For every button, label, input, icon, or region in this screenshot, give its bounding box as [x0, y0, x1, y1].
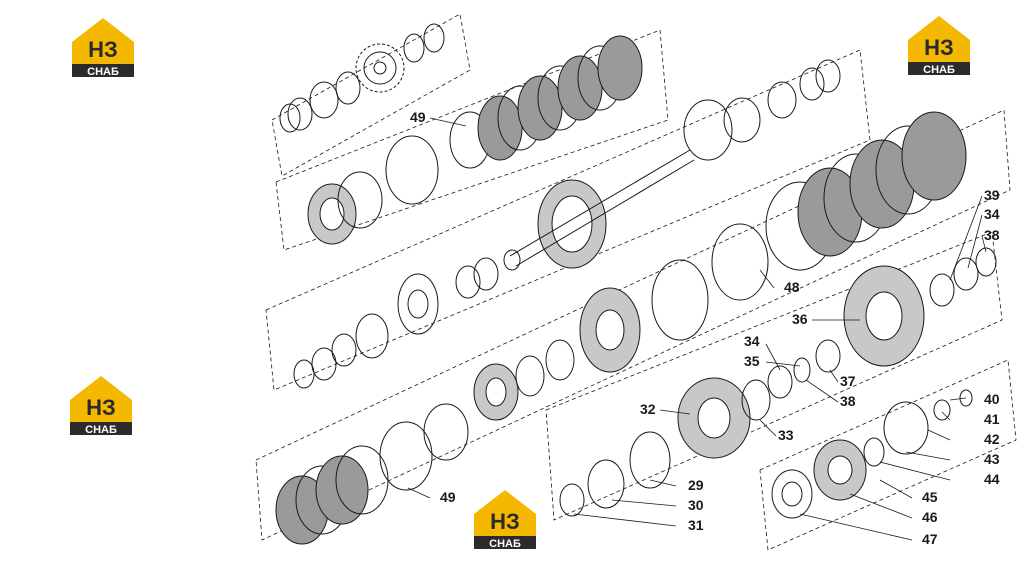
callout-49-top: 49 — [410, 109, 426, 125]
callout-30: 30 — [688, 497, 704, 513]
logo-top-right: НЗ СНАБ — [904, 12, 974, 76]
row4-gears — [275, 339, 575, 545]
logo-mark: НЗ — [86, 395, 116, 420]
callout-47: 47 — [922, 531, 938, 547]
logo-mark: НЗ — [924, 35, 954, 60]
row5-piston — [559, 377, 771, 517]
callout-40: 40 — [984, 391, 1000, 407]
callout-39: 39 — [984, 187, 1000, 203]
logo-caption: СНАБ — [923, 64, 955, 76]
callout-33: 33 — [778, 427, 794, 443]
callout-34-mid: 34 — [744, 333, 760, 349]
logo-bottom-center: НЗ СНАБ — [470, 486, 540, 550]
callout-44: 44 — [984, 471, 1000, 487]
callout-35: 35 — [744, 353, 760, 369]
row3-clutch-pack — [579, 111, 967, 373]
house-logo-icon: НЗ СНАБ — [474, 490, 536, 550]
callout-48: 48 — [784, 279, 800, 295]
callout-29: 29 — [688, 477, 704, 493]
callout-43: 43 — [984, 451, 1000, 467]
callout-36: 36 — [792, 311, 808, 327]
callout-45: 45 — [922, 489, 938, 505]
house-logo-icon: НЗ СНАБ — [908, 16, 970, 76]
logo-mark: НЗ — [490, 509, 520, 534]
callout-42: 42 — [984, 431, 1000, 447]
logo-caption: СНАБ — [85, 424, 117, 436]
house-logo-icon: НЗ СНАБ — [70, 376, 132, 436]
logo-mid-left: НЗ СНАБ — [66, 372, 136, 436]
callout-37: 37 — [840, 373, 856, 389]
leader-lines — [407, 117, 987, 541]
callout-38-mid: 38 — [840, 393, 856, 409]
callout-31: 31 — [688, 517, 704, 533]
row3-piston — [293, 257, 499, 389]
logo-caption: СНАБ — [87, 66, 119, 78]
logo-caption: СНАБ — [489, 538, 521, 550]
logo-mark: НЗ — [88, 37, 118, 62]
house-logo-icon: НЗ СНАБ — [72, 18, 134, 78]
drum-assembly — [767, 247, 997, 399]
callout-32: 32 — [640, 401, 656, 417]
row6-cover — [771, 389, 973, 519]
callout-46: 46 — [922, 509, 938, 525]
callout-41: 41 — [984, 411, 1000, 427]
callout-labels: 49 48 39 34 38 36 34 35 37 38 32 33 40 4… — [410, 109, 1000, 547]
callout-38-right: 38 — [984, 227, 1000, 243]
logo-top-left: НЗ СНАБ — [68, 14, 138, 78]
row1-parts — [279, 23, 445, 133]
callout-49-bottom: 49 — [440, 489, 456, 505]
callout-34-right: 34 — [984, 206, 1000, 222]
main-shaft — [503, 59, 841, 271]
row2-clutch-pack — [307, 35, 643, 245]
